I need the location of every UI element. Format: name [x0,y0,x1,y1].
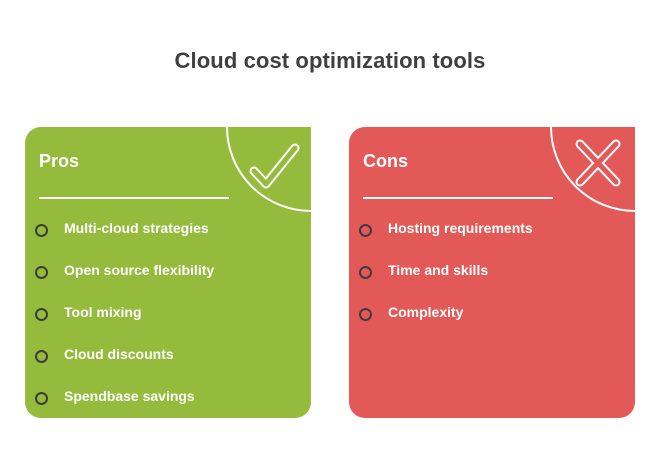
pros-item-label: Multi-cloud strategies [64,220,209,236]
cons-item-label: Hosting requirements [388,220,533,236]
bullet-icon [359,265,372,279]
pros-list: Multi-cloud strategies Open source flexi… [35,207,214,417]
pros-item-label: Spendbase savings [64,388,195,404]
bullet-icon [359,307,372,321]
bullet-icon [35,349,48,363]
cons-item-label: Time and skills [388,262,489,278]
bullet-icon [35,265,48,279]
pros-item: Multi-cloud strategies [35,207,214,249]
bullet-icon [35,391,48,405]
cons-item-label: Complexity [388,304,464,320]
pros-card: Pros Multi-cloud strategies Open source … [25,127,311,418]
bullet-icon [35,307,48,321]
cons-card: Cons Hosting requirements Time and skill… [349,127,635,418]
bullet-icon [35,223,48,237]
cons-item: Time and skills [359,249,533,291]
check-icon [226,127,311,212]
pros-item-label: Cloud discounts [64,346,174,362]
cons-item: Hosting requirements [359,207,533,249]
pros-divider [39,197,229,199]
pros-item: Spendbase savings [35,375,214,417]
cons-divider [363,197,553,199]
cons-heading: Cons [363,151,408,171]
cons-list: Hosting requirements Time and skills Com… [359,207,533,333]
cross-icon [550,127,635,212]
pros-item-label: Open source flexibility [64,262,215,278]
pros-item: Tool mixing [35,291,214,333]
cons-item: Complexity [359,291,533,333]
bullet-icon [359,223,372,237]
pros-item: Cloud discounts [35,333,214,375]
pros-item-label: Tool mixing [64,304,142,320]
pros-item: Open source flexibility [35,249,214,291]
pros-heading: Pros [39,151,80,171]
page-title: Cloud cost optimization tools [174,48,486,73]
